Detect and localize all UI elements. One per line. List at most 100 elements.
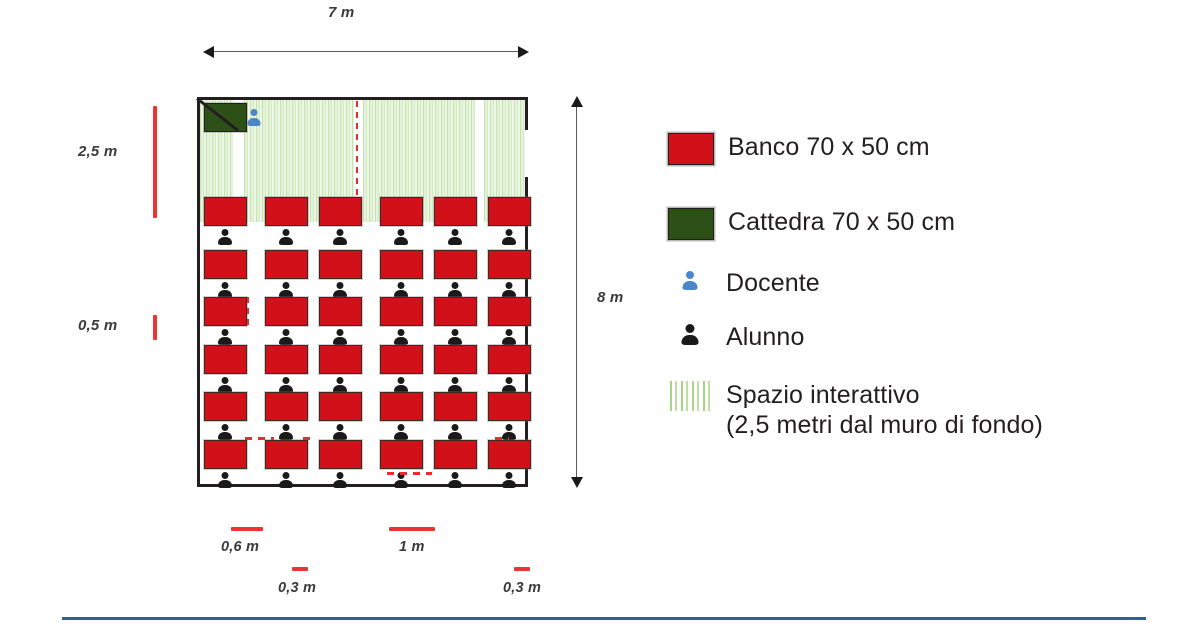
student-desk bbox=[265, 392, 308, 421]
student-desk bbox=[380, 392, 423, 421]
student-desk bbox=[319, 197, 362, 226]
bottom-measure-label-1: 0,6 m bbox=[221, 539, 260, 555]
student-figure-alunno bbox=[447, 424, 463, 440]
student-desk bbox=[204, 250, 247, 279]
student-desk bbox=[380, 250, 423, 279]
height-dimension-label: 8 m bbox=[597, 289, 624, 306]
bottom-measure-bar-1 bbox=[231, 527, 263, 531]
wall-left bbox=[197, 97, 200, 487]
student-desk bbox=[204, 345, 247, 374]
legend-label-spazio-interattivo: Spazio interattivo (2,5 metri dal muro d… bbox=[726, 381, 1043, 439]
student-figure-alunno bbox=[393, 329, 409, 345]
student-desk bbox=[265, 440, 308, 469]
legend-label-banco: Banco 70 x 50 cm bbox=[728, 133, 930, 161]
legend-item-banco: Banco 70 x 50 cm bbox=[668, 133, 930, 165]
bottom-measure-label-4: 0,3 m bbox=[503, 580, 542, 596]
left-measure-bar-2 bbox=[153, 315, 157, 340]
student-figure-alunno bbox=[447, 377, 463, 393]
student-desk bbox=[265, 297, 308, 326]
teacher-icon bbox=[668, 269, 712, 295]
student-figure-alunno bbox=[217, 424, 233, 440]
student-desk bbox=[434, 197, 477, 226]
student-desk bbox=[434, 297, 477, 326]
student-figure-alunno bbox=[278, 329, 294, 345]
student-desk bbox=[265, 197, 308, 226]
teacher-figure-docente bbox=[245, 109, 262, 126]
student-desk bbox=[380, 197, 423, 226]
student-desk bbox=[204, 392, 247, 421]
desk-gap-marker-06m bbox=[245, 437, 274, 440]
student-figure-alunno bbox=[278, 377, 294, 393]
student-gap-marker-1m bbox=[387, 472, 432, 475]
footer-divider bbox=[62, 617, 1146, 620]
student-figure-alunno bbox=[501, 229, 517, 245]
student-desk bbox=[434, 250, 477, 279]
student-desk bbox=[488, 345, 531, 374]
student-figure-alunno bbox=[393, 377, 409, 393]
width-dimension-arrow bbox=[203, 45, 529, 59]
student-desk bbox=[319, 297, 362, 326]
wall-right-lower bbox=[525, 177, 528, 487]
legend-label-alunno: Alunno bbox=[726, 323, 805, 351]
student-figure-alunno bbox=[332, 282, 348, 298]
student-figure-alunno bbox=[501, 329, 517, 345]
student-desk bbox=[319, 440, 362, 469]
desk-gap-marker-03m-right bbox=[495, 437, 509, 440]
student-figure-alunno bbox=[278, 282, 294, 298]
student-figure-alunno bbox=[217, 282, 233, 298]
student-desk bbox=[319, 345, 362, 374]
wall-bottom bbox=[197, 484, 528, 487]
student-figure-alunno bbox=[278, 424, 294, 440]
student-figure-alunno bbox=[332, 229, 348, 245]
student-figure-alunno bbox=[393, 282, 409, 298]
student-desk bbox=[204, 440, 247, 469]
teacher-desk-swatch-icon bbox=[668, 208, 714, 240]
legend-item-docente: Docente bbox=[668, 269, 820, 299]
student-figure-alunno bbox=[332, 377, 348, 393]
interactive-zone-icon bbox=[668, 381, 712, 411]
student-figure-alunno bbox=[332, 329, 348, 345]
student-figure-alunno bbox=[217, 377, 233, 393]
left-measure-label-1: 2,5 m bbox=[78, 143, 118, 160]
student-desk bbox=[380, 345, 423, 374]
desk-swatch-icon bbox=[668, 133, 714, 165]
student-desk bbox=[434, 345, 477, 374]
wall-top bbox=[197, 97, 528, 100]
student-desk bbox=[488, 197, 531, 226]
bottom-measure-bar-3 bbox=[389, 527, 435, 531]
student-figure-alunno bbox=[447, 472, 463, 488]
bottom-measure-bar-2 bbox=[292, 567, 308, 571]
student-figure-alunno bbox=[332, 472, 348, 488]
desk-gap-marker-03m-left bbox=[303, 437, 314, 440]
center-dashed-line bbox=[356, 101, 359, 223]
student-figure-alunno bbox=[447, 329, 463, 345]
legend-item-spazio-interattivo: Spazio interattivo (2,5 metri dal muro d… bbox=[668, 381, 1043, 440]
student-desk bbox=[488, 297, 531, 326]
seating-grid bbox=[197, 97, 531, 488]
bottom-measure-label-2: 0,3 m bbox=[278, 580, 317, 596]
student-desk bbox=[265, 250, 308, 279]
student-desk bbox=[319, 392, 362, 421]
student-desk bbox=[204, 297, 247, 326]
student-figure-alunno bbox=[501, 377, 517, 393]
student-figure-alunno bbox=[217, 229, 233, 245]
student-desk bbox=[319, 250, 362, 279]
bottom-measure-label-3: 1 m bbox=[399, 539, 425, 555]
legend-label-cattedra: Cattedra 70 x 50 cm bbox=[728, 208, 956, 236]
student-desk bbox=[488, 392, 531, 421]
student-desk bbox=[488, 250, 531, 279]
legend-item-alunno: Alunno bbox=[668, 323, 804, 353]
student-figure-alunno bbox=[217, 472, 233, 488]
student-figure-alunno bbox=[332, 424, 348, 440]
student-figure-alunno bbox=[393, 424, 409, 440]
student-figure-alunno bbox=[501, 472, 517, 488]
student-figure-alunno bbox=[217, 329, 233, 345]
student-figure-alunno bbox=[278, 229, 294, 245]
left-measure-label-2: 0,5 m bbox=[78, 317, 118, 334]
row-gap-marker-05m bbox=[247, 297, 250, 325]
legend-item-cattedra: Cattedra 70 x 50 cm bbox=[668, 208, 955, 240]
legend-label-docente: Docente bbox=[726, 269, 820, 297]
student-figure-alunno bbox=[501, 282, 517, 298]
student-desk bbox=[434, 392, 477, 421]
student-figure-alunno bbox=[447, 229, 463, 245]
